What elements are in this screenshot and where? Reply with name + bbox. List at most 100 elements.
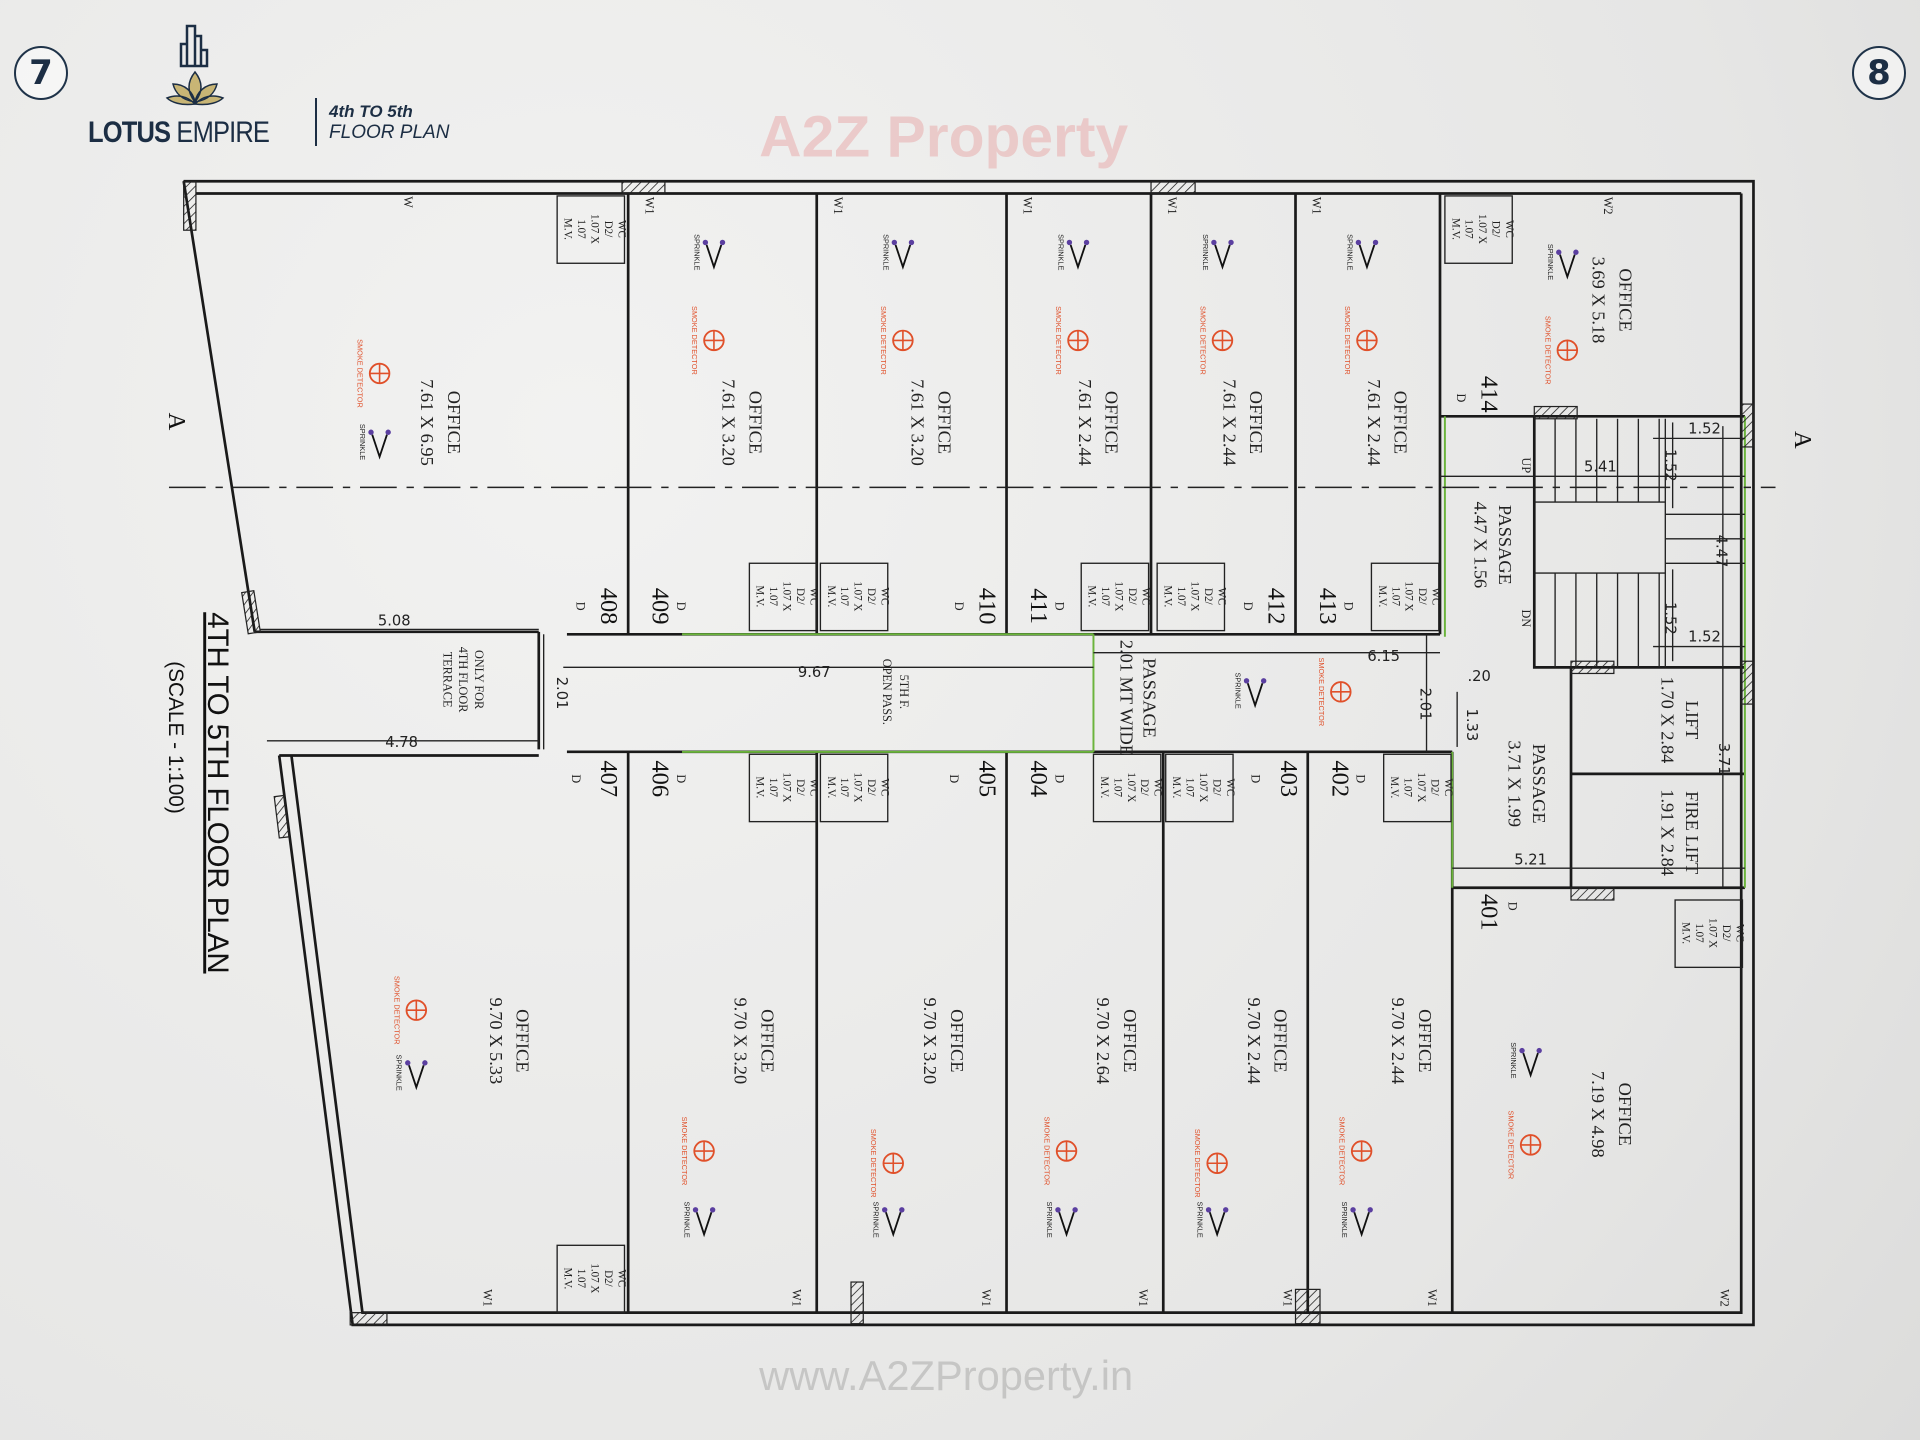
sprinkler-icon bbox=[1519, 1047, 1542, 1079]
wc-label: 1.07 bbox=[1401, 778, 1413, 798]
smoke-detector-label: SMOKE DETECTOR bbox=[1507, 1111, 1516, 1180]
dim-1-52-b: 1.52 bbox=[1661, 449, 1678, 482]
smoke-detector-icon bbox=[1211, 329, 1234, 352]
floor-range: 4th TO 5th bbox=[329, 102, 413, 121]
section-marker-right: A bbox=[1789, 431, 1816, 449]
wc-label: 1.07 bbox=[1389, 587, 1401, 607]
sprinkler-icon bbox=[1205, 1207, 1229, 1238]
wc-label: WC bbox=[1224, 778, 1236, 796]
passage-lower-name: PASSAGE bbox=[1529, 744, 1549, 824]
wc-label: 1.07 X bbox=[852, 581, 864, 611]
dim-1-52-a: 1.52 bbox=[1688, 420, 1721, 437]
smoke-detector-label: SMOKE DETECTOR bbox=[1543, 316, 1552, 385]
sprinkle-label: SPRINKLE bbox=[1045, 1201, 1054, 1237]
wc-label: M.V. bbox=[754, 776, 766, 798]
wc-label: M.V. bbox=[1086, 585, 1098, 607]
terrace-label: ONLY FOR bbox=[472, 650, 486, 710]
sprinkler-icon bbox=[1355, 239, 1379, 270]
room-number: 406 bbox=[647, 760, 674, 797]
stair-down-label: DN bbox=[1519, 610, 1533, 628]
room-size: 7.19 X 4.98 bbox=[1588, 1071, 1608, 1158]
passage-lower-size: 3.71 X 1.99 bbox=[1505, 740, 1525, 827]
window-label: W1 bbox=[831, 197, 845, 215]
sprinkler-icon bbox=[1556, 249, 1579, 280]
window-label: W1 bbox=[1165, 197, 1179, 215]
room-name: OFFICE bbox=[444, 391, 464, 454]
smoke-detector-label: SMOKE DETECTOR bbox=[1317, 657, 1326, 726]
wc-label: M.V. bbox=[1098, 776, 1110, 798]
room-number: 404 bbox=[1025, 760, 1052, 797]
staircase bbox=[1534, 418, 1745, 668]
smoke-detector-icon bbox=[1055, 1140, 1078, 1162]
wc-label: D2/ bbox=[1202, 588, 1214, 605]
dim-1-52-c: 1.52 bbox=[1661, 602, 1678, 635]
room-number: 407 bbox=[595, 760, 622, 797]
section-marker-left: A bbox=[163, 413, 190, 431]
wc-label: 1.07 X bbox=[1476, 214, 1488, 244]
sprinkle-label: SPRINKLE bbox=[682, 1201, 691, 1237]
wc-label: WC bbox=[879, 587, 891, 605]
wc-label: M.V. bbox=[1170, 776, 1182, 798]
sprinkler-icon bbox=[891, 239, 915, 270]
wc-label: M.V. bbox=[561, 218, 573, 240]
wc-label: WC bbox=[1733, 924, 1745, 942]
room-name: OFFICE bbox=[1271, 1009, 1291, 1072]
door-label: D bbox=[1354, 774, 1368, 783]
smoke-detector-icon bbox=[703, 329, 725, 352]
window-label: W1 bbox=[1425, 1289, 1439, 1307]
wc-label: D2/ bbox=[1138, 779, 1150, 796]
door-label: D bbox=[947, 774, 961, 783]
door-label: D bbox=[1454, 394, 1468, 403]
smoke-detector-label: SMOKE DETECTOR bbox=[1343, 306, 1352, 375]
room-name: OFFICE bbox=[1120, 1009, 1140, 1072]
stair-up-label: UP bbox=[1519, 457, 1533, 473]
door-label: D bbox=[1248, 774, 1262, 783]
wc-label: D2/ bbox=[794, 588, 806, 605]
wc-label: D2/ bbox=[865, 588, 877, 605]
page-number-left: 7 bbox=[14, 46, 68, 100]
green-outline bbox=[682, 416, 1746, 888]
sprinkler-icon bbox=[405, 1060, 428, 1091]
sprinkler-icon bbox=[1243, 678, 1267, 709]
window-label: W1 bbox=[1021, 197, 1035, 215]
sprinkle-label: SPRINKLE bbox=[1509, 1042, 1518, 1078]
room-size: 7.61 X 2.44 bbox=[1364, 379, 1384, 466]
room-size: 9.70 X 3.20 bbox=[920, 997, 940, 1084]
wc-label: WC bbox=[1139, 587, 1151, 605]
sprinkler-icon bbox=[882, 1207, 905, 1238]
wc-label: 1.07 bbox=[1111, 778, 1123, 798]
room-name: OFFICE bbox=[513, 1009, 533, 1072]
sprinkler-icon bbox=[1350, 1207, 1373, 1238]
fire-lift-size: 1.91 X 2.84 bbox=[1658, 789, 1678, 876]
lift-name: LIFT bbox=[1682, 701, 1702, 740]
wc-label: D2/ bbox=[1428, 779, 1440, 796]
sprinkle-label: SPRINKLE bbox=[1234, 672, 1243, 708]
wc-label: 1.07 X bbox=[1706, 918, 1718, 948]
wc-label: D2/ bbox=[1416, 588, 1428, 605]
wc-label: 1.07 bbox=[838, 778, 850, 798]
smoke-detector-label: SMOKE DETECTOR bbox=[1193, 1129, 1202, 1198]
wc-label: D2/ bbox=[865, 779, 877, 796]
wc-label: D2/ bbox=[1210, 779, 1222, 796]
sprinkle-label: SPRINKLE bbox=[1196, 1201, 1205, 1237]
room-name: OFFICE bbox=[935, 391, 955, 454]
smoke-detector-label: SMOKE DETECTOR bbox=[1042, 1117, 1051, 1186]
plan-title: 4TH TO 5TH FLOOR PLAN bbox=[201, 612, 234, 973]
wc-label: 1.07 bbox=[838, 587, 850, 607]
wc-label: 1.07 X bbox=[781, 581, 793, 611]
room-number: 411 bbox=[1025, 588, 1052, 624]
window-label: W1 bbox=[642, 197, 656, 215]
sprinkle-label: SPRINKLE bbox=[881, 234, 890, 270]
smoke-detector-icon bbox=[1067, 329, 1089, 352]
logo-divider bbox=[315, 98, 318, 146]
